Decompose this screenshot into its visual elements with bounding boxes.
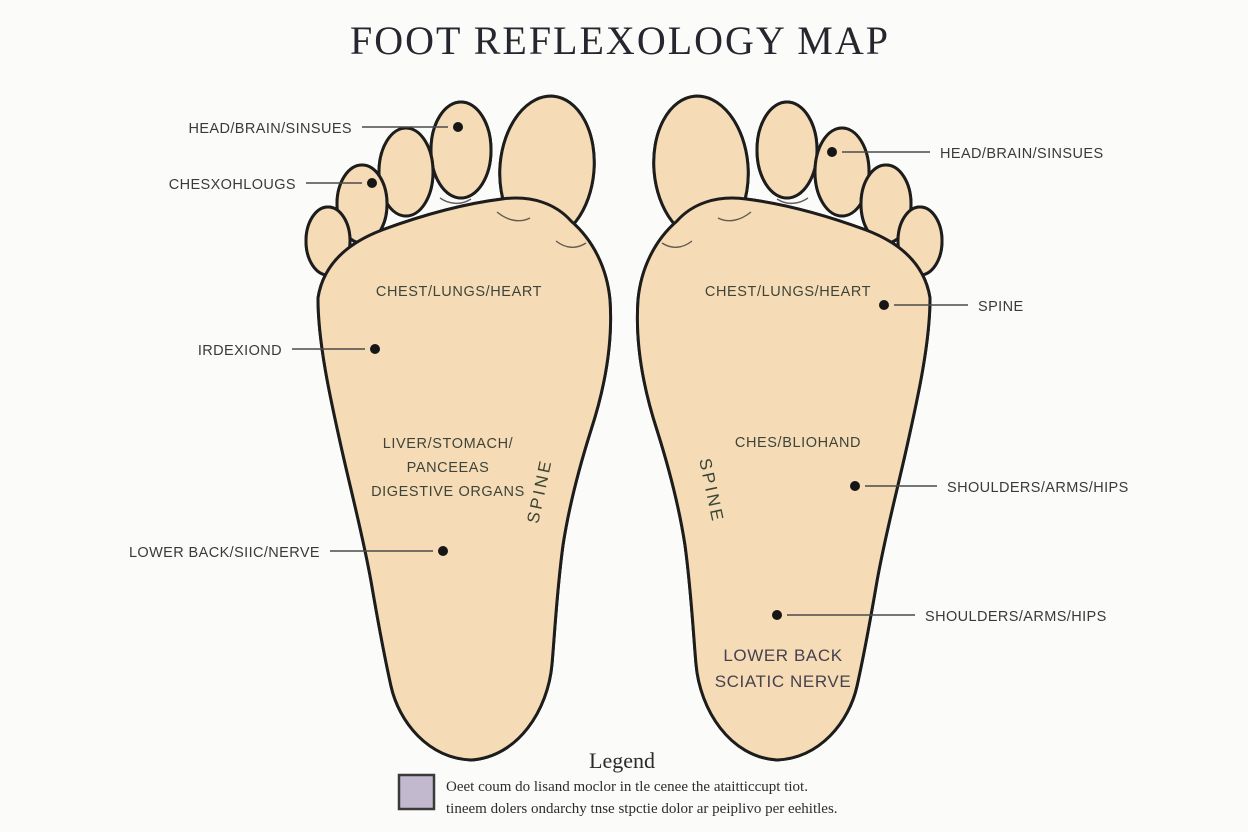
legend: Legend Oeet coum do lisand moclor in tle… bbox=[397, 748, 838, 817]
callout-label: CHESXOHLOUGS bbox=[169, 177, 296, 193]
left-foot-shape bbox=[304, 66, 611, 760]
callout-left-chest: CHESXOHLOUGS bbox=[169, 177, 377, 193]
callout-label: HEAD/BRAIN/SINSUES bbox=[940, 146, 1104, 162]
callout-left-lower-back: LOWER BACK/SIIC/NERVE bbox=[129, 545, 448, 561]
callout-label: IRDEXIOND bbox=[198, 343, 282, 359]
left-arch-label-line3: DIGESTIVE ORGANS bbox=[371, 484, 525, 500]
callout-dot bbox=[367, 178, 377, 188]
right-arch-label: CHES/BLIOHAND bbox=[735, 435, 861, 451]
legend-swatch bbox=[397, 773, 436, 811]
callout-dot bbox=[850, 481, 860, 491]
left-arch-label-line2: PANCEEAS bbox=[407, 460, 490, 476]
right-heel-label-line1: LOWER BACK bbox=[723, 646, 842, 665]
right-ball-label: CHEST/LUNGS/HEART bbox=[705, 284, 871, 300]
callout-dot bbox=[438, 546, 448, 556]
legend-text-line2: tineem dolers ondarchy tnse stpctie dolo… bbox=[446, 801, 838, 817]
callout-right-head: HEAD/BRAIN/SINSUES bbox=[827, 146, 1104, 162]
callout-dot bbox=[827, 147, 837, 157]
callout-dot bbox=[370, 344, 380, 354]
legend-text-line1: Oeet coum do lisand moclor in tle cenee … bbox=[446, 779, 808, 795]
callout-dot bbox=[772, 610, 782, 620]
callout-right-shoulders-upper: SHOULDERS/ARMS/HIPS bbox=[850, 480, 1129, 496]
callout-dot bbox=[453, 122, 463, 132]
right-heel-label-line2: SCIATIC NERVE bbox=[715, 672, 852, 691]
callout-label: SHOULDERS/ARMS/HIPS bbox=[947, 480, 1129, 496]
left-arch-label-line1: LIVER/STOMACH/ bbox=[383, 436, 514, 452]
page-title: FOOT REFLEXOLOGY MAP bbox=[350, 18, 890, 63]
callout-label: SPINE bbox=[978, 299, 1024, 315]
callout-right-spine: SPINE bbox=[879, 299, 1024, 315]
callout-right-shoulders-lower: SHOULDERS/ARMS/HIPS bbox=[772, 609, 1107, 625]
callout-label: SHOULDERS/ARMS/HIPS bbox=[925, 609, 1107, 625]
callout-label: HEAD/BRAIN/SINSUES bbox=[188, 121, 352, 137]
callout-dot bbox=[879, 300, 889, 310]
callout-left-index: IRDEXIOND bbox=[198, 343, 380, 359]
legend-heading: Legend bbox=[589, 748, 655, 773]
left-foot bbox=[304, 66, 611, 760]
left-ball-label: CHEST/LUNGS/HEART bbox=[376, 284, 542, 300]
callout-left-head: HEAD/BRAIN/SINSUES bbox=[188, 121, 463, 137]
callout-label: LOWER BACK/SIIC/NERVE bbox=[129, 545, 320, 561]
